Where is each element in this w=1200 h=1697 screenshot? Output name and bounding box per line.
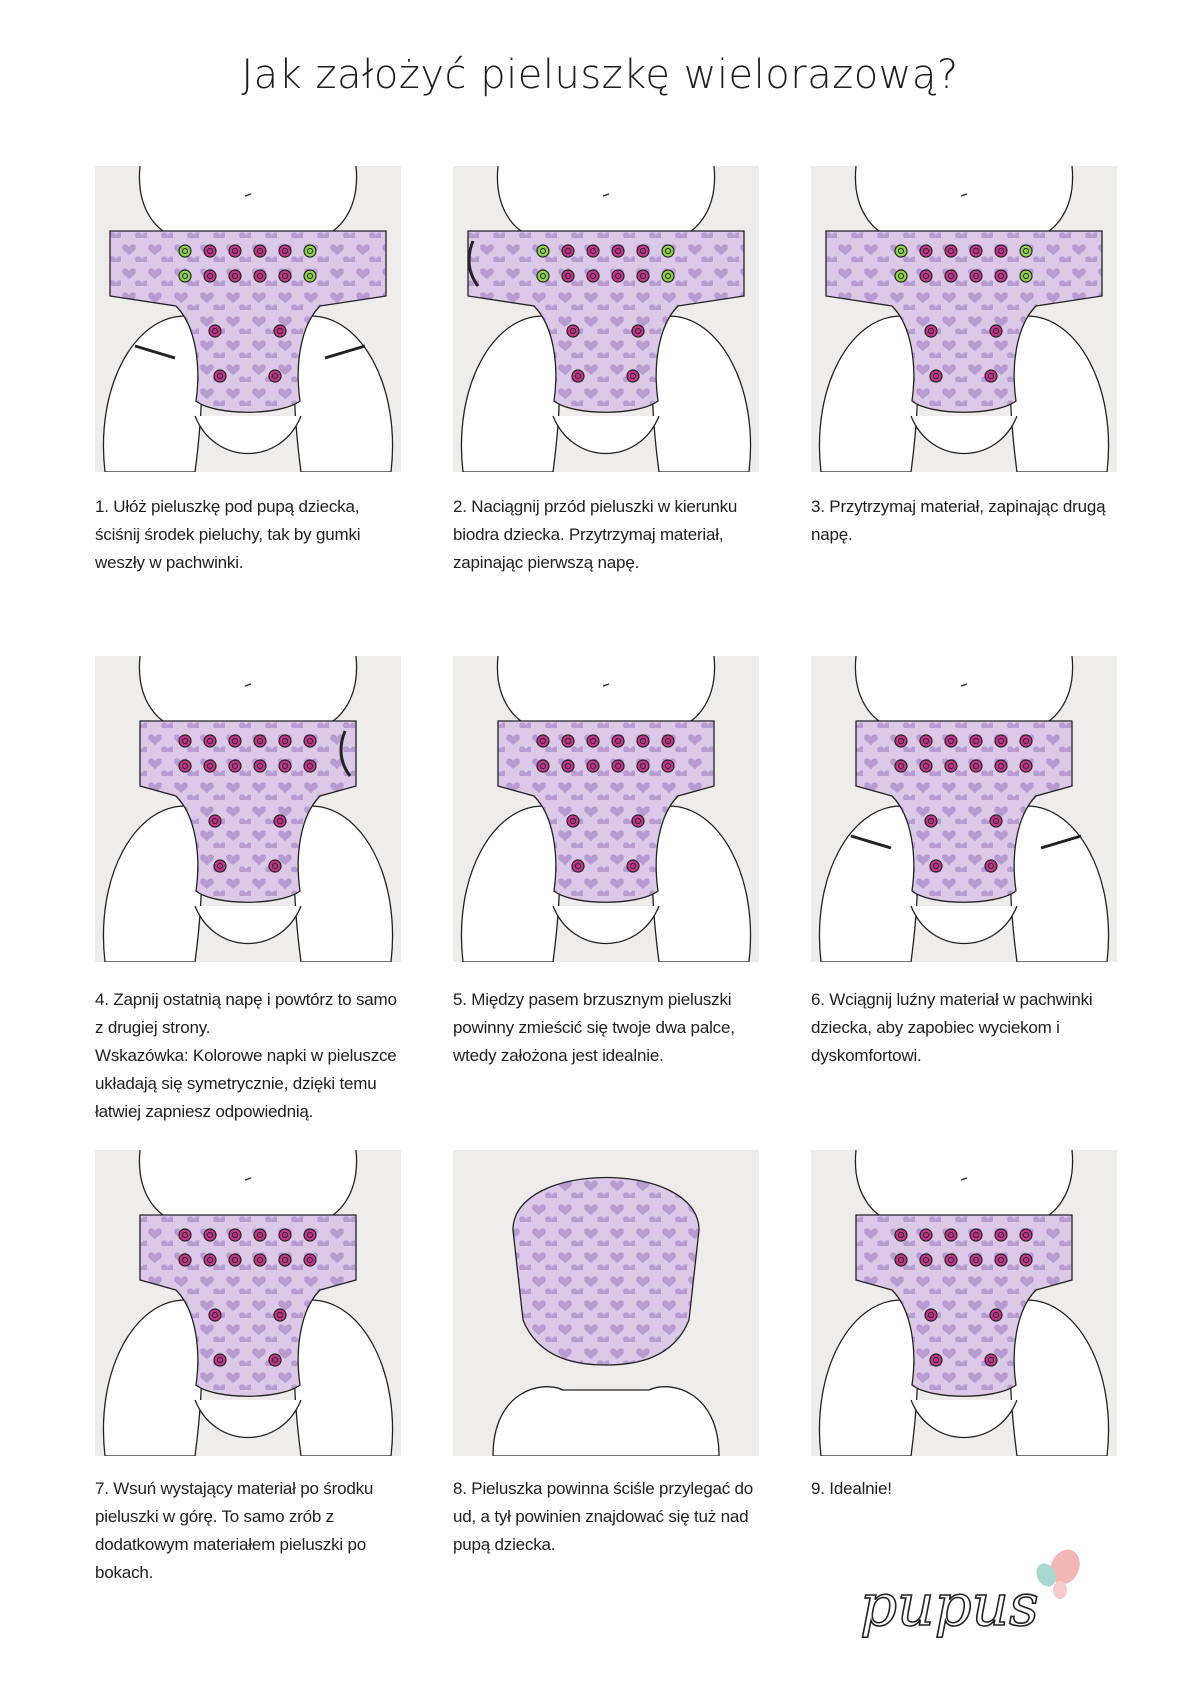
logo-text: pupus — [860, 1571, 1039, 1639]
step-1-illustration — [95, 166, 401, 472]
pupus-logo: pupus — [859, 1549, 1080, 1640]
step-9-caption: 9. Idealnie! — [811, 1475, 1121, 1503]
page-title: Jak założyć pieluszkę wielorazową? — [241, 52, 959, 98]
step-text: 1. Ułóż pieluszkę pod pupą dziecka, ściś… — [95, 497, 361, 572]
step-text: 5. Między pasem brzusznym pieluszki powi… — [453, 990, 735, 1065]
step-4-caption: 4. Zapnij ostatnią napę i powtórz to sam… — [95, 986, 405, 1126]
step-8-caption: 8. Pieluszka powinna ściśle przylegać do… — [453, 1475, 763, 1559]
step-4-illustration — [95, 656, 401, 962]
step-9-illustration — [811, 1150, 1117, 1456]
step-text: 3. Przytrzymaj materiał, zapinając drugą… — [811, 497, 1106, 544]
step-6-caption: 6. Wciągnij luźny materiał w pachwinki d… — [811, 986, 1121, 1070]
step-text: 9. Idealnie! — [811, 1479, 892, 1498]
step-3-illustration — [811, 166, 1117, 472]
step-8-illustration — [453, 1150, 759, 1456]
step-6-illustration — [811, 656, 1117, 962]
step-text: 2. Naciągnij przód pieluszki w kierunku … — [453, 497, 738, 572]
step-text: 6. Wciągnij luźny materiał w pachwinki d… — [811, 990, 1093, 1065]
step-tip: Wskazówka: Kolorowe napki w pieluszce uk… — [95, 1046, 397, 1121]
step-2-illustration — [453, 166, 759, 472]
step-7-caption: 7. Wsuń wystający materiał po środku pie… — [95, 1475, 405, 1587]
step-3-caption: 3. Przytrzymaj materiał, zapinając drugą… — [811, 493, 1121, 549]
butterfly-icon — [1036, 1549, 1080, 1599]
step-7-illustration — [95, 1150, 401, 1456]
step-text: 8. Pieluszka powinna ściśle przylegać do… — [453, 1479, 754, 1554]
step-5-illustration — [453, 656, 759, 962]
step-2-caption: 2. Naciągnij przód pieluszki w kierunku … — [453, 493, 763, 577]
step-text: 7. Wsuń wystający materiał po środku pie… — [95, 1479, 374, 1582]
step-5-caption: 5. Między pasem brzusznym pieluszki powi… — [453, 986, 763, 1070]
step-text: 4. Zapnij ostatnią napę i powtórz to sam… — [95, 990, 397, 1037]
step-1-caption: 1. Ułóż pieluszkę pod pupą dziecka, ściś… — [95, 493, 405, 577]
